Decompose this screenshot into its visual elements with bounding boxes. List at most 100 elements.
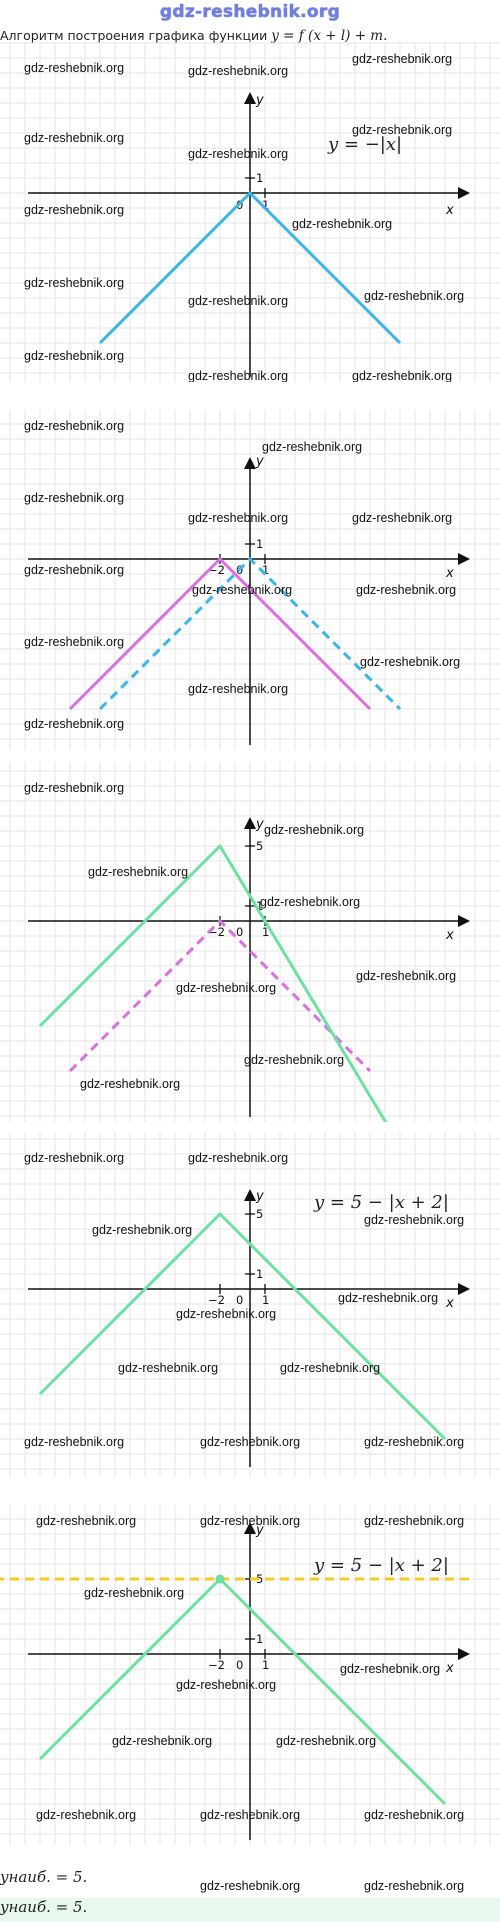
intro-line: Алгоритм построения графика функции y = … bbox=[0, 28, 387, 44]
answer-line-2: yнаиб. = 5. bbox=[0, 1898, 500, 1922]
watermarks: gdz-reshebnik.org gdz-reshebnik.org gdz-… bbox=[24, 419, 460, 731]
y-axis-arrow-icon bbox=[244, 1189, 256, 1201]
watermark: gdz-reshebnik.org bbox=[364, 1808, 464, 1822]
watermark: gdz-reshebnik.org bbox=[352, 52, 452, 66]
watermark: gdz-reshebnik.org bbox=[24, 491, 124, 505]
x-tick-label-1: 1 bbox=[262, 1658, 269, 1672]
watermark: gdz-reshebnik.org bbox=[80, 1077, 180, 1091]
x-axis-label: x bbox=[445, 928, 454, 943]
watermark: gdz-reshebnik.org bbox=[262, 440, 362, 454]
x-tick-label-minus-2: −2 bbox=[208, 1293, 225, 1307]
y-tick-label-1: 1 bbox=[256, 1267, 263, 1281]
watermark: gdz-reshebnik.org bbox=[188, 64, 288, 78]
watermark: gdz-reshebnik.org bbox=[356, 583, 456, 597]
formula-label: y = 5 − |x + 2| bbox=[313, 1555, 449, 1576]
origin-label: 0 bbox=[236, 1293, 243, 1307]
watermark: gdz-reshebnik.org bbox=[24, 203, 124, 217]
y-tick-label-5: 5 bbox=[256, 1572, 263, 1586]
watermark: gdz-reshebnik.org bbox=[24, 1151, 124, 1165]
y-tick-label-5: 5 bbox=[256, 839, 263, 853]
x-tick-label-1: 1 bbox=[262, 925, 269, 939]
watermark: gdz-reshebnik.org bbox=[24, 276, 124, 290]
watermark: gdz-reshebnik.org bbox=[24, 349, 124, 363]
graph-panel-5: x y −2 0 1 1 5 y = 5 − |x + 2| gdz-reshe… bbox=[0, 1505, 500, 1845]
formula-label: y = 5 − |x + 2| bbox=[313, 1192, 449, 1213]
watermark: gdz-reshebnik.org bbox=[292, 217, 392, 231]
x-tick-label-1: 1 bbox=[262, 563, 269, 577]
watermark: gdz-reshebnik.org bbox=[338, 1291, 438, 1305]
graph-line bbox=[98, 191, 402, 345]
watermark: gdz-reshebnik.org bbox=[352, 123, 452, 137]
watermark: gdz-reshebnik.org bbox=[188, 511, 288, 525]
graph-3-series bbox=[38, 844, 388, 1122]
bottom-watermarks: gdz-reshebnik.org gdz-reshebnik.org bbox=[200, 1879, 464, 1893]
graph-4-svg: x y −2 0 1 1 5 y = 5 − |x + 2| gdz-reshe… bbox=[0, 1132, 500, 1477]
x-axis-label: x bbox=[445, 1661, 454, 1676]
watermarks: gdz-reshebnik.org gdz-reshebnik.org gdz-… bbox=[24, 52, 464, 382]
watermark: gdz-reshebnik.org bbox=[360, 655, 460, 669]
x-axis-label: x bbox=[445, 566, 454, 581]
y-tick-label-1: 1 bbox=[256, 899, 263, 913]
watermark: gdz-reshebnik.org bbox=[24, 1435, 124, 1449]
watermark: gdz-reshebnik.org bbox=[188, 147, 288, 161]
watermark: gdz-reshebnik.org bbox=[276, 1734, 376, 1748]
graph-panel-3: x y −2 0 1 1 5 gdz-reshebnik.org gdz-res… bbox=[0, 762, 500, 1122]
x-tick-label-1: 1 bbox=[262, 198, 269, 212]
watermark: gdz-reshebnik.org bbox=[24, 131, 124, 145]
y-axis-arrow-icon bbox=[244, 817, 256, 829]
watermark: gdz-reshebnik.org bbox=[24, 781, 124, 795]
watermark: gdz-reshebnik.org bbox=[188, 294, 288, 308]
dashed-graph-line bbox=[68, 919, 372, 1073]
intro-formula: y = f (x + l) + m. bbox=[271, 28, 388, 44]
watermark: gdz-reshebnik.org bbox=[118, 1361, 218, 1375]
y-axis-label: y bbox=[255, 817, 264, 832]
x-axis-label: x bbox=[445, 203, 454, 218]
y-tick-label-1: 1 bbox=[256, 171, 263, 185]
x-axis-arrow-icon bbox=[458, 1283, 470, 1295]
watermark: gdz-reshebnik.org bbox=[24, 419, 124, 433]
graph-2-series bbox=[68, 557, 402, 711]
x-axis-label: x bbox=[445, 1296, 454, 1311]
watermark: gdz-reshebnik.org bbox=[24, 635, 124, 649]
graph-line bbox=[38, 844, 388, 1122]
watermark: gdz-reshebnik.org bbox=[188, 1151, 288, 1165]
site-title[interactable]: gdz-reshebnik.org bbox=[159, 2, 341, 22]
watermark: gdz-reshebnik.org bbox=[84, 1586, 184, 1600]
watermark: gdz-reshebnik.org bbox=[88, 865, 188, 879]
x-axis-arrow-icon bbox=[458, 553, 470, 565]
watermark: gdz-reshebnik.org bbox=[364, 1879, 464, 1893]
x-tick-label-minus-2: −2 bbox=[208, 1658, 225, 1672]
max-point-marker bbox=[215, 1574, 225, 1584]
x-axis-arrow-icon bbox=[458, 187, 470, 199]
watermark: gdz-reshebnik.org bbox=[24, 61, 124, 75]
watermark: gdz-reshebnik.org bbox=[24, 717, 124, 731]
watermark: gdz-reshebnik.org bbox=[280, 1361, 380, 1375]
origin-label: 0 bbox=[236, 1658, 243, 1672]
intro-text: Алгоритм построения графика функции bbox=[0, 28, 268, 43]
graph-panel-1: x y 0 1 1 y = −|x| gdz-reshebnik.org gdz… bbox=[0, 42, 500, 382]
watermark: gdz-reshebnik.org bbox=[260, 895, 360, 909]
graph-5-series bbox=[0, 1574, 475, 1806]
y-axis-arrow-icon bbox=[244, 1522, 256, 1534]
watermark: gdz-reshebnik.org bbox=[176, 981, 276, 995]
watermarks: gdz-reshebnik.org gdz-reshebnik.org gdz-… bbox=[24, 781, 456, 1091]
graph-3-svg: x y −2 0 1 1 5 gdz-reshebnik.org gdz-res… bbox=[0, 762, 500, 1122]
y-axis-label: y bbox=[255, 1523, 264, 1538]
x-axis-arrow-icon bbox=[458, 1648, 470, 1660]
watermark: gdz-reshebnik.org bbox=[364, 289, 464, 303]
watermark: gdz-reshebnik.org bbox=[188, 369, 288, 382]
x-axis-arrow-icon bbox=[458, 915, 470, 927]
watermark: gdz-reshebnik.org bbox=[352, 369, 452, 382]
watermark: gdz-reshebnik.org bbox=[364, 1435, 464, 1449]
y-axis-label: y bbox=[255, 454, 264, 469]
watermark: gdz-reshebnik.org bbox=[36, 1808, 136, 1822]
graph-1-svg: x y 0 1 1 y = −|x| gdz-reshebnik.org gdz… bbox=[0, 42, 500, 382]
watermark: gdz-reshebnik.org bbox=[92, 1223, 192, 1237]
watermark: gdz-reshebnik.org bbox=[340, 1662, 440, 1676]
watermark: gdz-reshebnik.org bbox=[192, 583, 292, 597]
watermark: gdz-reshebnik.org bbox=[356, 969, 456, 983]
watermark: gdz-reshebnik.org bbox=[188, 682, 288, 696]
watermark: gdz-reshebnik.org bbox=[176, 1307, 276, 1321]
watermarks: gdz-reshebnik.org gdz-reshebnik.org gdz-… bbox=[36, 1514, 464, 1822]
watermark: gdz-reshebnik.org bbox=[364, 1213, 464, 1227]
